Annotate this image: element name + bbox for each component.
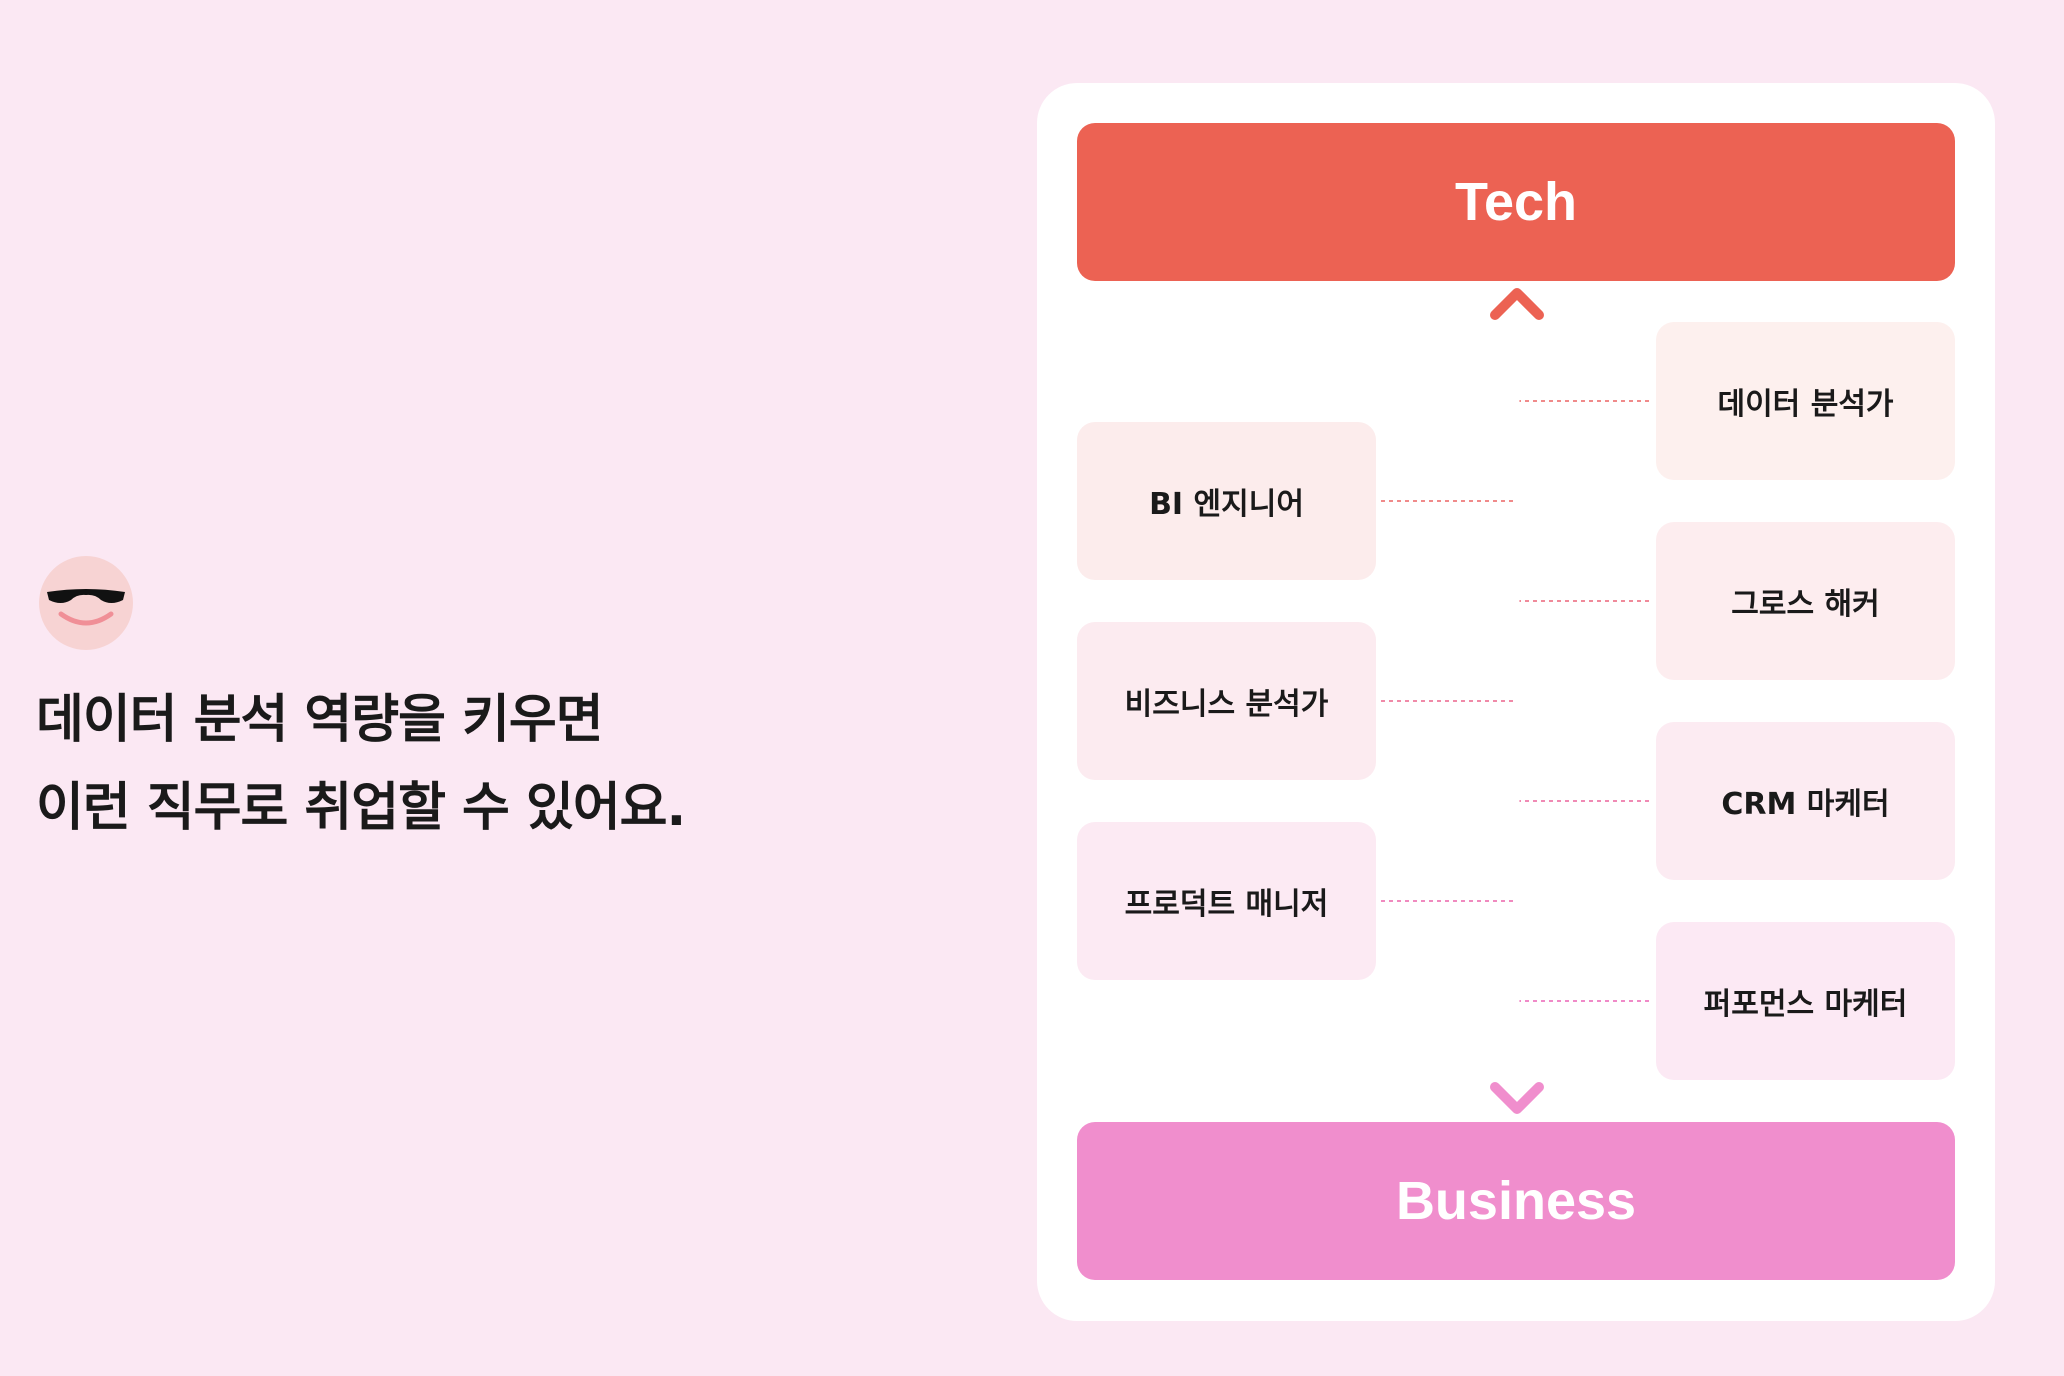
role-crm-marketer: CRM 마케터 xyxy=(1656,722,1955,880)
sunglasses-smiley-icon xyxy=(39,556,133,650)
tech-business-axis xyxy=(1381,288,1653,1114)
headline: 데이터 분석 역량을 키우면 이런 직무로 취업할 수 있어요. xyxy=(36,676,686,852)
role-data-analyst: 데이터 분석가 xyxy=(1656,322,1955,480)
headline-line-1: 데이터 분석 역량을 키우면 xyxy=(36,690,604,750)
role-growth-hacker: 그로스 해커 xyxy=(1656,522,1955,680)
career-diagram-panel: Tech 데이터 분석가 BI 엔지니어 그로스 해커 비즈니스 분석가 CRM… xyxy=(1037,83,1995,1321)
role-product-manager: 프로덕트 매니저 xyxy=(1077,822,1376,980)
headline-line-2: 이런 직무로 취업할 수 있어요. xyxy=(36,778,686,838)
role-bi-engineer: BI 엔지니어 xyxy=(1077,422,1376,580)
business-band: Business xyxy=(1077,1122,1955,1280)
role-business-analyst: 비즈니스 분석가 xyxy=(1077,622,1376,780)
tech-band: Tech xyxy=(1077,123,1955,281)
role-performance-marketer: 퍼포먼스 마케터 xyxy=(1656,922,1955,1080)
